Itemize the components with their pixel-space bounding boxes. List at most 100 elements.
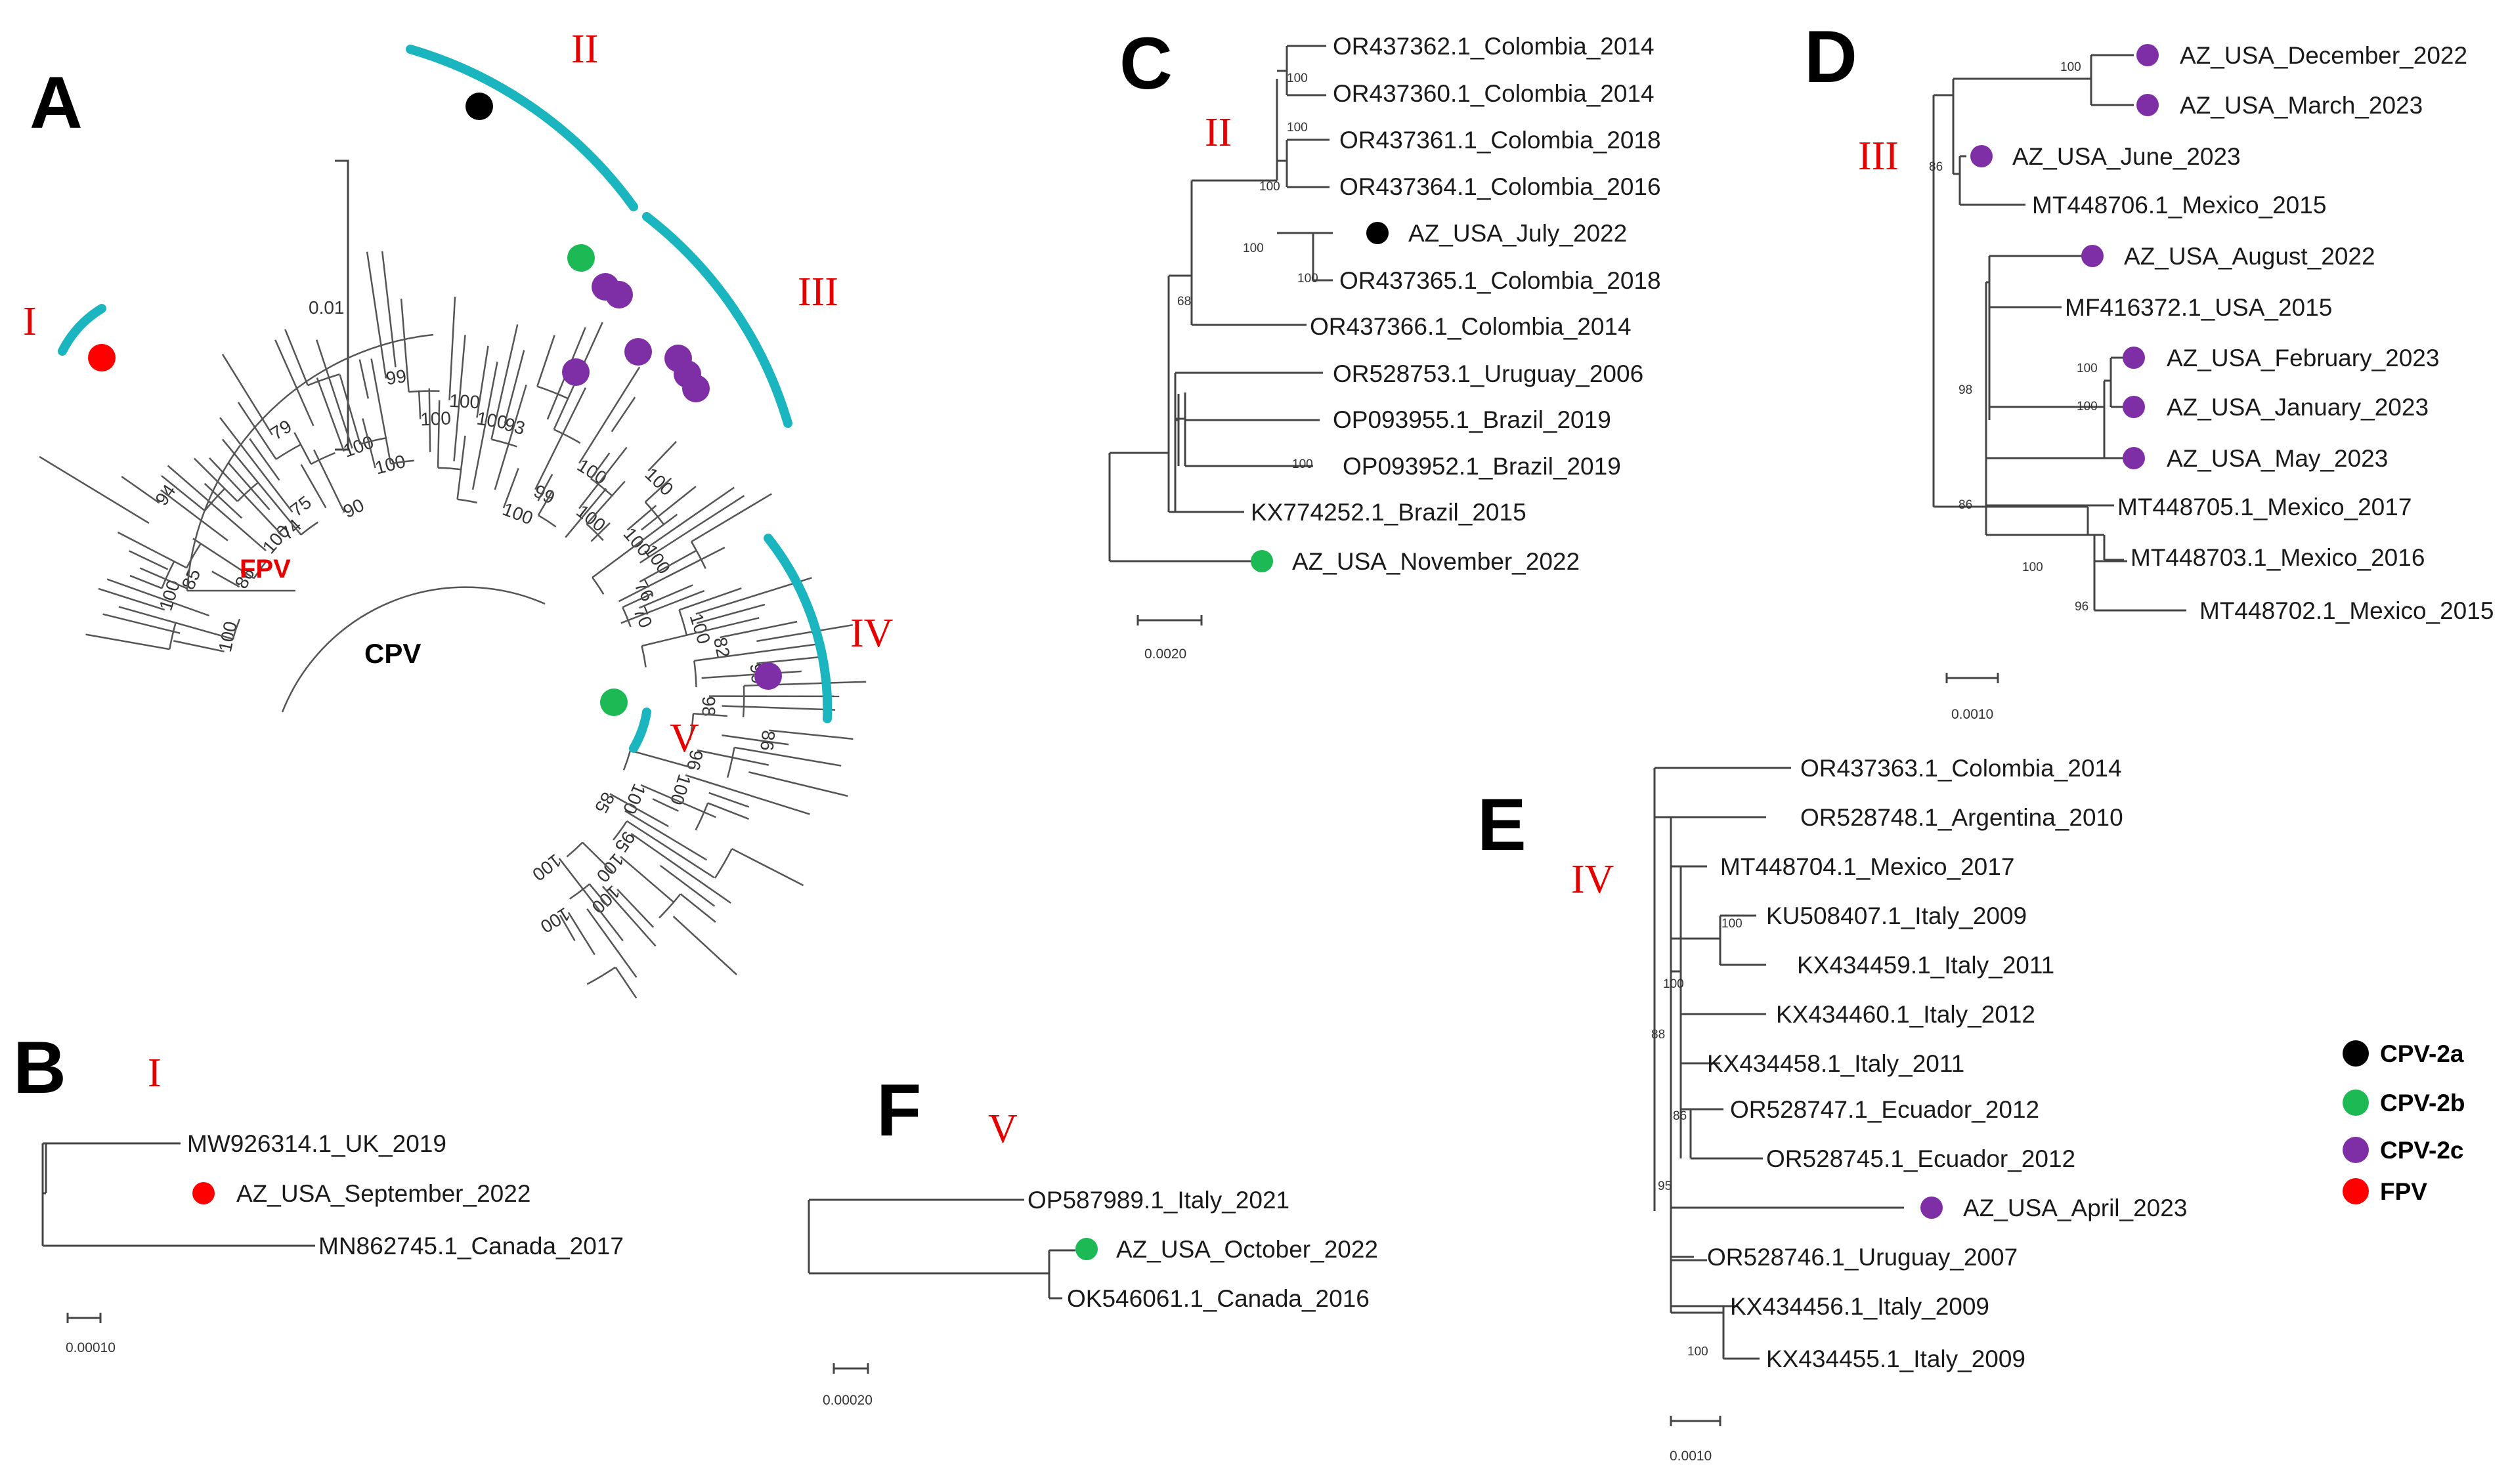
tree-branch xyxy=(592,577,605,595)
tree-branch xyxy=(204,482,243,519)
bootstrap-value: 98 xyxy=(699,696,719,717)
tree-branch xyxy=(586,908,638,978)
panel-a-scale-bar xyxy=(335,159,349,451)
bootstrap-value: 100 xyxy=(1243,242,1264,255)
bootstrap-value: 88 xyxy=(1651,1028,1665,1042)
panel-d: D III 100 86 100 100 98 86 100 96 AZ_USA… xyxy=(1804,16,2494,722)
panel-e: E IV 100 100 88 86 95 100 OR437363.1_Col… xyxy=(1477,755,2187,1464)
tree-branch xyxy=(680,893,716,923)
tree-branch xyxy=(307,373,340,387)
tree-branch xyxy=(237,402,277,460)
leaf-label: KX434455.1_Italy_2009 xyxy=(1766,1346,2025,1372)
tree-branch xyxy=(490,324,519,440)
panel-b-clade: I xyxy=(148,1051,162,1095)
tree-branch xyxy=(502,467,519,509)
tree-branch xyxy=(630,750,693,769)
leaf-label: MT448702.1_Mexico_2015 xyxy=(2199,597,2494,624)
tree-branch xyxy=(620,855,674,903)
tree-branch xyxy=(641,486,697,531)
tree-branch xyxy=(615,966,638,999)
tree-branch xyxy=(620,589,705,624)
tree-branch xyxy=(536,335,555,387)
tree-branch xyxy=(457,498,477,504)
panel-c: C II 100 100 100 100 100 68 100 OR437362… xyxy=(1108,22,1661,662)
tree-root-arc xyxy=(186,333,434,591)
leaf-label: OR437360.1_Colombia_2014 xyxy=(1333,80,1655,107)
legend-swatch-fpv xyxy=(2343,1178,2369,1204)
tree-branch xyxy=(611,396,636,433)
leaf-label: MT448704.1_Mexico_2017 xyxy=(1720,853,2014,880)
bootstrap-value: 79 xyxy=(267,415,295,444)
panel-e-clade: IV xyxy=(1571,857,1614,902)
bootstrap-value: 100 xyxy=(619,781,650,817)
leaf-label: AZ_USA_September_2022 xyxy=(236,1180,530,1207)
bootstrap-value: 100 xyxy=(2077,400,2098,413)
panel-b: B I MW926314.1_UK_2019 AZ_USA_September_… xyxy=(13,1027,624,1355)
tree-branch xyxy=(659,864,716,907)
leaf-label: OR437364.1_Colombia_2016 xyxy=(1339,173,1661,200)
cpv-label: CPV xyxy=(364,638,421,669)
clade-arc-ii xyxy=(406,45,638,211)
leaf-label: OR528745.1_Ecuador_2012 xyxy=(1766,1145,2075,1172)
tree-branch xyxy=(102,613,181,634)
panel-f-branches xyxy=(808,1198,1075,1300)
tree-branch xyxy=(590,522,611,542)
leaf-label: OR437363.1_Colombia_2014 xyxy=(1800,755,2122,782)
leaf-label: MF416372.1_USA_2015 xyxy=(2065,294,2332,321)
tree-branch xyxy=(622,750,632,771)
tree-branch xyxy=(567,912,595,956)
tree-branch xyxy=(592,513,678,578)
tree-branch xyxy=(362,418,376,469)
tree-branch xyxy=(695,802,709,831)
fpv-label: FPV xyxy=(240,555,291,583)
tree-branch xyxy=(139,567,187,589)
bootstrap-value: 100 xyxy=(588,881,624,918)
leaf-label: OK546061.1_Canada_2016 xyxy=(1067,1285,1370,1312)
tree-branch xyxy=(538,515,557,528)
tree-branch xyxy=(734,746,842,767)
tree-branch xyxy=(690,541,706,569)
leaf-label: MT448703.1_Mexico_2016 xyxy=(2131,544,2425,571)
panel-f-label: F xyxy=(876,1069,921,1151)
tree-branch xyxy=(428,388,431,452)
tree-branch xyxy=(641,617,760,647)
tree-branch xyxy=(679,587,742,611)
tree-branch xyxy=(641,645,647,668)
tree-branch xyxy=(106,578,210,617)
tree-branch xyxy=(232,618,241,639)
tree-branch xyxy=(693,660,697,688)
tree-branch xyxy=(211,570,240,588)
leaf-label: OR437365.1_Colombia_2018 xyxy=(1339,267,1661,294)
bootstrap-value: 100 xyxy=(1287,72,1308,85)
dot-cpv2c xyxy=(2136,44,2159,66)
tree-branch xyxy=(370,358,392,464)
bootstrap-value: 100 xyxy=(1259,180,1280,194)
leaf-label: KX434458.1_Italy_2011 xyxy=(1707,1050,1964,1077)
tree-branch xyxy=(578,366,641,464)
clade-arc-iii xyxy=(642,212,792,428)
tree-branch xyxy=(129,550,169,570)
tree-branch xyxy=(339,374,361,445)
tree-branch xyxy=(697,749,769,766)
tree-branch xyxy=(696,603,766,624)
panel-e-label: E xyxy=(1477,784,1526,866)
bootstrap-value: 100 xyxy=(449,391,481,412)
leaf-label: AZ_USA_January_2023 xyxy=(2167,394,2429,421)
tree-branch xyxy=(313,449,345,513)
tree-branch xyxy=(566,841,584,858)
leaf-label: KX434456.1_Italy_2009 xyxy=(1730,1293,1989,1320)
tree-branch xyxy=(582,841,615,874)
dot-cpv2b xyxy=(1075,1238,1098,1260)
tree-branch xyxy=(588,883,609,907)
tree-branch xyxy=(742,685,745,717)
tree-branch xyxy=(219,417,293,513)
tree-branch xyxy=(622,592,654,608)
tree-branch xyxy=(316,377,345,452)
tree-branch xyxy=(626,820,715,879)
clade-label-ii: II xyxy=(571,27,598,72)
leaf-label: OR528748.1_Argentina_2010 xyxy=(1800,804,2123,831)
bootstrap-value: 96 xyxy=(2075,600,2088,614)
panel-d-clade: III xyxy=(1858,134,1899,179)
bootstrap-value: 85 xyxy=(591,789,618,816)
clade-label-i: I xyxy=(23,299,37,344)
